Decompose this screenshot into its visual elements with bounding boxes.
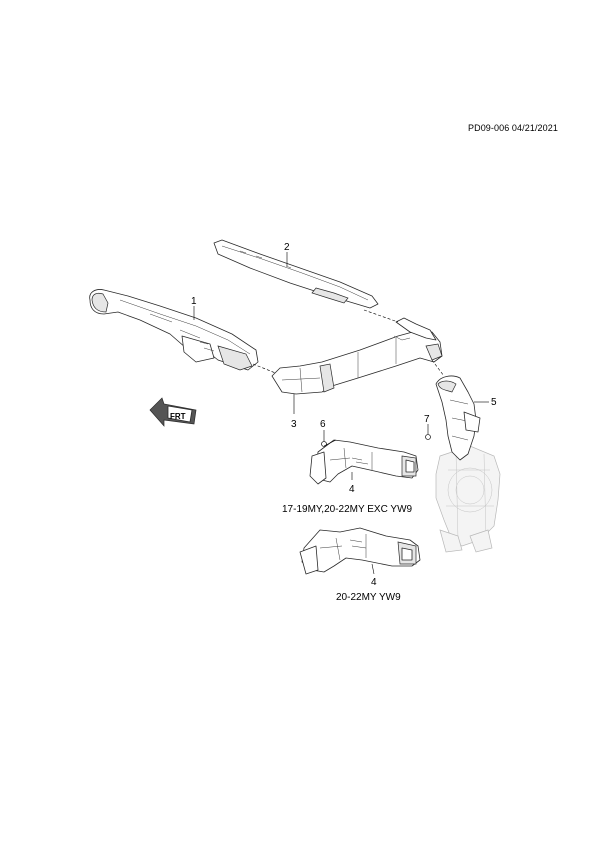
callout-2: 2 [284,242,290,253]
hvac-module [435,445,501,553]
caption-variant-a: 17-19MY,20-22MY EXC YW9 [282,504,413,515]
callout-5: 5 [491,397,497,408]
part-7-fastener [425,424,431,440]
leader-4b [371,563,375,575]
assembly-line-1-3 [252,363,279,375]
callout-1: 1 [191,296,197,307]
assembly-line-2-3 [363,309,399,323]
callout-3: 3 [291,419,297,430]
document-reference: PD09-006 04/21/2021 [468,123,558,133]
part-1-left-duct [89,289,259,371]
assembly-line-3-5 [431,359,445,377]
part-6-fastener [321,430,327,447]
front-direction-label: FRT [170,412,186,421]
front-direction-arrow-icon: FRT [149,397,197,427]
callout-4-variant-b: 4 [371,577,377,588]
part-2-defroster-duct [213,239,379,309]
caption-variant-b: 20-22MY YW9 [336,592,401,603]
part-4-variant-a-duct [309,439,419,485]
callout-7: 7 [424,414,430,425]
part-3-main-duct [271,317,443,395]
part-4-variant-b-duct [299,527,421,575]
part-5-right-duct [435,375,481,461]
leader-6-duct [323,439,337,447]
callout-4-variant-a: 4 [349,484,355,495]
callout-6: 6 [320,419,326,430]
